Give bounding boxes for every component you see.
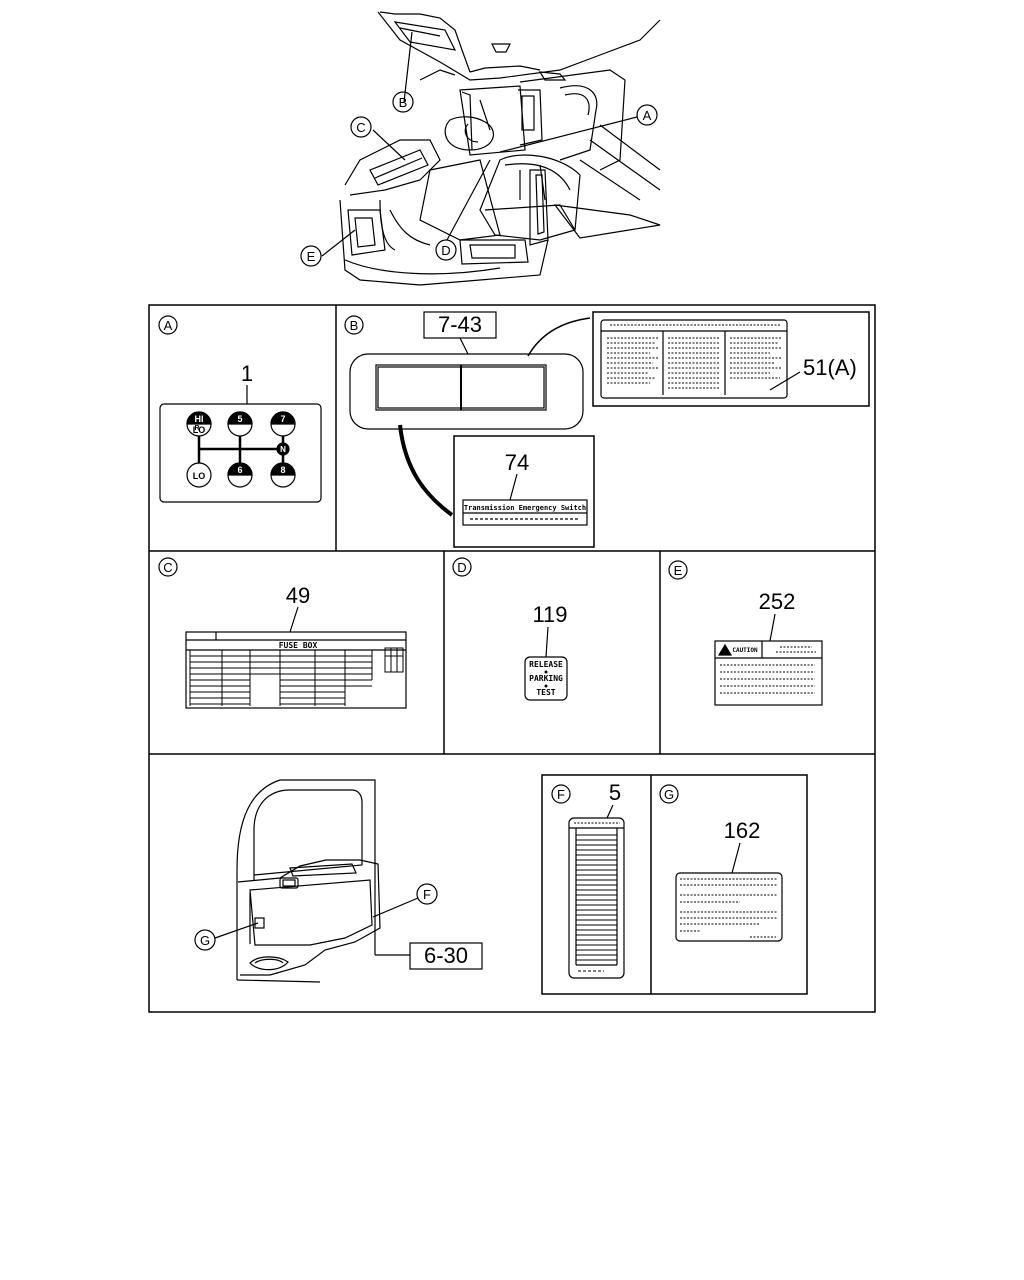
fuse-box-label: [185, 631, 407, 709]
callout-e-top: E: [300, 245, 322, 267]
label-162: [675, 872, 783, 942]
part-51a: 51(A): [803, 355, 857, 380]
release-parking-label: [524, 656, 568, 701]
svg-text:FUSE BOX: FUSE BOX: [279, 641, 318, 650]
svg-text:B: B: [399, 95, 408, 110]
svg-text:D: D: [441, 243, 450, 258]
ref-box-6-30: [409, 942, 483, 970]
leader-d-top: [446, 159, 491, 241]
callout-f-door: F: [416, 883, 438, 905]
svg-text:A: A: [164, 318, 173, 333]
part-6-30: 6-30: [424, 943, 468, 968]
svg-text:LO: LO: [193, 471, 206, 481]
panel-b: B 7-43: [344, 311, 870, 548]
caution-label: [714, 640, 823, 706]
callout-b-top: B: [392, 91, 414, 113]
part-162: 162: [724, 818, 761, 843]
svg-text:PARKING: PARKING: [529, 674, 563, 683]
callout-g-door: G: [194, 929, 216, 951]
svg-text:R: R: [194, 425, 199, 432]
svg-text:E: E: [307, 249, 316, 264]
svg-text:B: B: [350, 318, 359, 333]
label-box-74: [453, 435, 595, 548]
leader-g-door: [214, 922, 259, 939]
svg-text:CAUTION: CAUTION: [732, 647, 758, 654]
svg-text:5: 5: [237, 414, 242, 424]
callout-c-top: C: [350, 116, 372, 138]
label-box-51a: [592, 311, 870, 407]
part-74: 74: [505, 450, 529, 475]
panel-d: D 119 RELEASE PARKING TEST: [452, 557, 568, 701]
svg-text:N: N: [280, 445, 286, 454]
svg-text:6: 6: [237, 465, 242, 475]
svg-text:F: F: [423, 887, 431, 902]
vertical-label-5: [568, 817, 625, 979]
leader-f-door: [372, 897, 419, 918]
cab-interior-drawing: [339, 11, 661, 286]
part-5: 5: [609, 780, 621, 805]
svg-text:LO: LO: [193, 425, 206, 435]
svg-text:HI: HI: [195, 414, 204, 424]
svg-text:E: E: [674, 563, 683, 578]
svg-text:TEST: TEST: [536, 688, 555, 697]
svg-text:D: D: [457, 560, 466, 575]
panel-c: C 49 FUSE BOX: [158, 557, 407, 709]
panel-g: G 162: [659, 784, 783, 942]
part-119: 119: [532, 602, 567, 627]
svg-text:G: G: [664, 787, 674, 802]
svg-text:7: 7: [280, 414, 285, 424]
grid-frame: [148, 304, 876, 1013]
leader-a-top: [499, 116, 638, 153]
part-7-43: 7-43: [438, 312, 482, 337]
part-49: 49: [286, 583, 310, 608]
panel-e: E 252 CAUTION: [668, 560, 823, 706]
callout-d-top: D: [435, 239, 457, 261]
svg-text:F: F: [557, 787, 565, 802]
svg-text:C: C: [163, 560, 172, 575]
leader-e-top: [321, 229, 356, 257]
part-252: 252: [759, 589, 796, 614]
svg-text:8: 8: [280, 465, 285, 475]
svg-text:G: G: [200, 933, 210, 948]
shift-pattern-label: [159, 403, 322, 503]
svg-text:A: A: [643, 108, 652, 123]
svg-text:C: C: [356, 120, 365, 135]
svg-text:Transmission Emergency Switch: Transmission Emergency Switch: [464, 504, 586, 512]
leader-c-top: [372, 129, 406, 161]
svg-text:RELEASE: RELEASE: [529, 660, 563, 669]
overhead-console: [349, 353, 584, 430]
leader-b-top: [403, 31, 413, 103]
door-drawing: [236, 779, 410, 983]
fg-frame: [541, 774, 808, 995]
panel-a: A 1 HI LO R 5 7 N LO 6 8: [158, 315, 322, 503]
panel-f: F 5: [551, 780, 625, 979]
callout-a-top: A: [636, 104, 658, 126]
part-1: 1: [241, 361, 253, 386]
